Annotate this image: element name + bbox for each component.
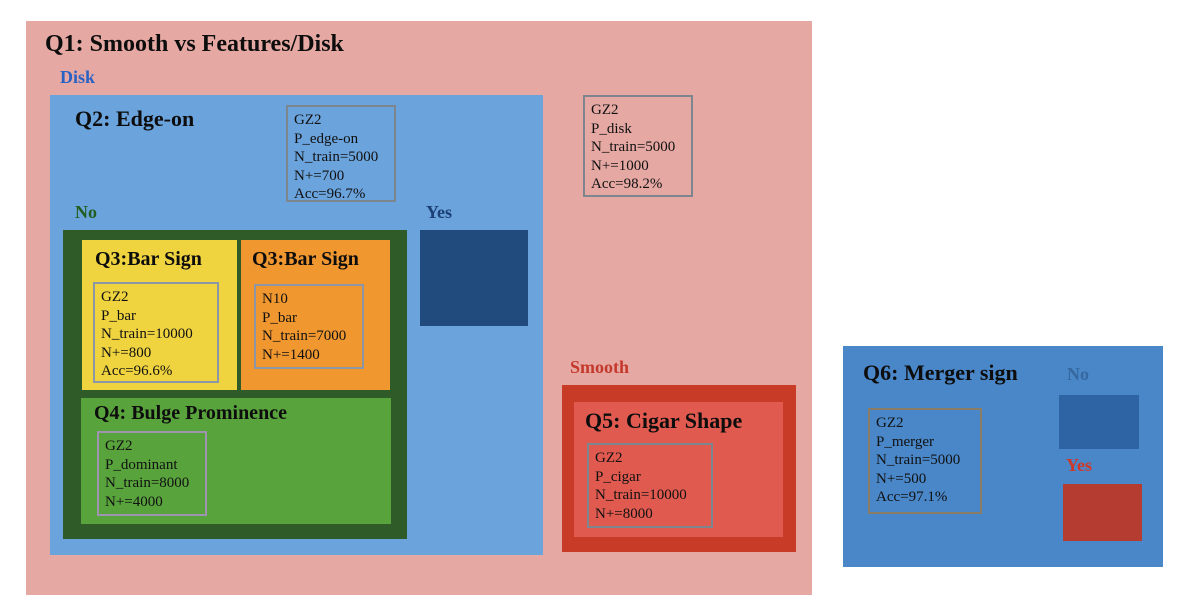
q3-left-title: Q3:Bar Sign	[95, 248, 202, 270]
info-line: GZ2	[595, 450, 623, 466]
info-line: P_bar	[262, 309, 297, 326]
info-line: N+=4000	[105, 493, 163, 510]
info-line: P_disk	[591, 120, 632, 137]
info-line: Acc=96.7%	[294, 186, 366, 202]
info-line: N+=500	[876, 470, 927, 487]
edge-on-no-branch-label: No	[75, 202, 97, 222]
info-line: GZ2	[294, 112, 322, 128]
info-line: N+=1000	[591, 157, 649, 174]
info-line: GZ2	[105, 438, 133, 454]
edge-on-yes-branch-label: Yes	[426, 202, 452, 222]
info-line: N10	[262, 291, 288, 307]
info-line: GZ2	[591, 102, 619, 118]
info-line: P_edge-on	[294, 130, 359, 147]
smooth-branch-label: Smooth	[570, 357, 630, 377]
info-line: N+=1400	[262, 346, 320, 363]
merger-yes-box	[1063, 484, 1142, 541]
q1-title: Q1: Smooth vs Features/Disk	[45, 31, 344, 57]
edge-on-yes-box	[420, 230, 528, 326]
q5-title: Q5: Cigar Shape	[585, 408, 743, 433]
q2-title: Q2: Edge-on	[75, 106, 195, 131]
merger-no-box	[1059, 395, 1139, 449]
info-line: Acc=98.2%	[591, 176, 663, 192]
info-line: N_train=8000	[105, 475, 190, 491]
info-line: P_cigar	[595, 468, 641, 485]
info-line: N+=8000	[595, 505, 653, 522]
q3-right-title: Q3:Bar Sign	[252, 248, 359, 270]
merger-yes-branch-label: Yes	[1066, 455, 1092, 475]
info-line: P_dominant	[105, 456, 178, 473]
q1-smooth-vs-disk-panel: Q1: Smooth vs Features/Disk Disk Q2: Edg…	[26, 21, 812, 595]
info-line: Acc=96.6%	[101, 363, 173, 379]
info-line: GZ2	[876, 415, 904, 431]
info-line: GZ2	[101, 289, 129, 305]
info-line: N_train=7000	[262, 328, 347, 344]
q4-title: Q4: Bulge Prominence	[94, 402, 287, 424]
merger-no-branch-label: No	[1067, 364, 1089, 384]
info-line: N+=800	[101, 344, 152, 361]
info-line: N+=700	[294, 167, 345, 184]
info-line: N_train=10000	[101, 326, 193, 342]
info-line: N_train=5000	[294, 149, 379, 165]
info-line: N_train=5000	[876, 452, 961, 468]
info-line: N_train=10000	[595, 487, 687, 503]
info-line: P_merger	[876, 433, 935, 450]
q6-title: Q6: Merger sign	[863, 360, 1018, 385]
info-line: Acc=97.1%	[876, 489, 948, 505]
info-line: P_bar	[101, 307, 136, 324]
info-line: N_train=5000	[591, 139, 676, 155]
disk-branch-label: Disk	[60, 67, 96, 87]
